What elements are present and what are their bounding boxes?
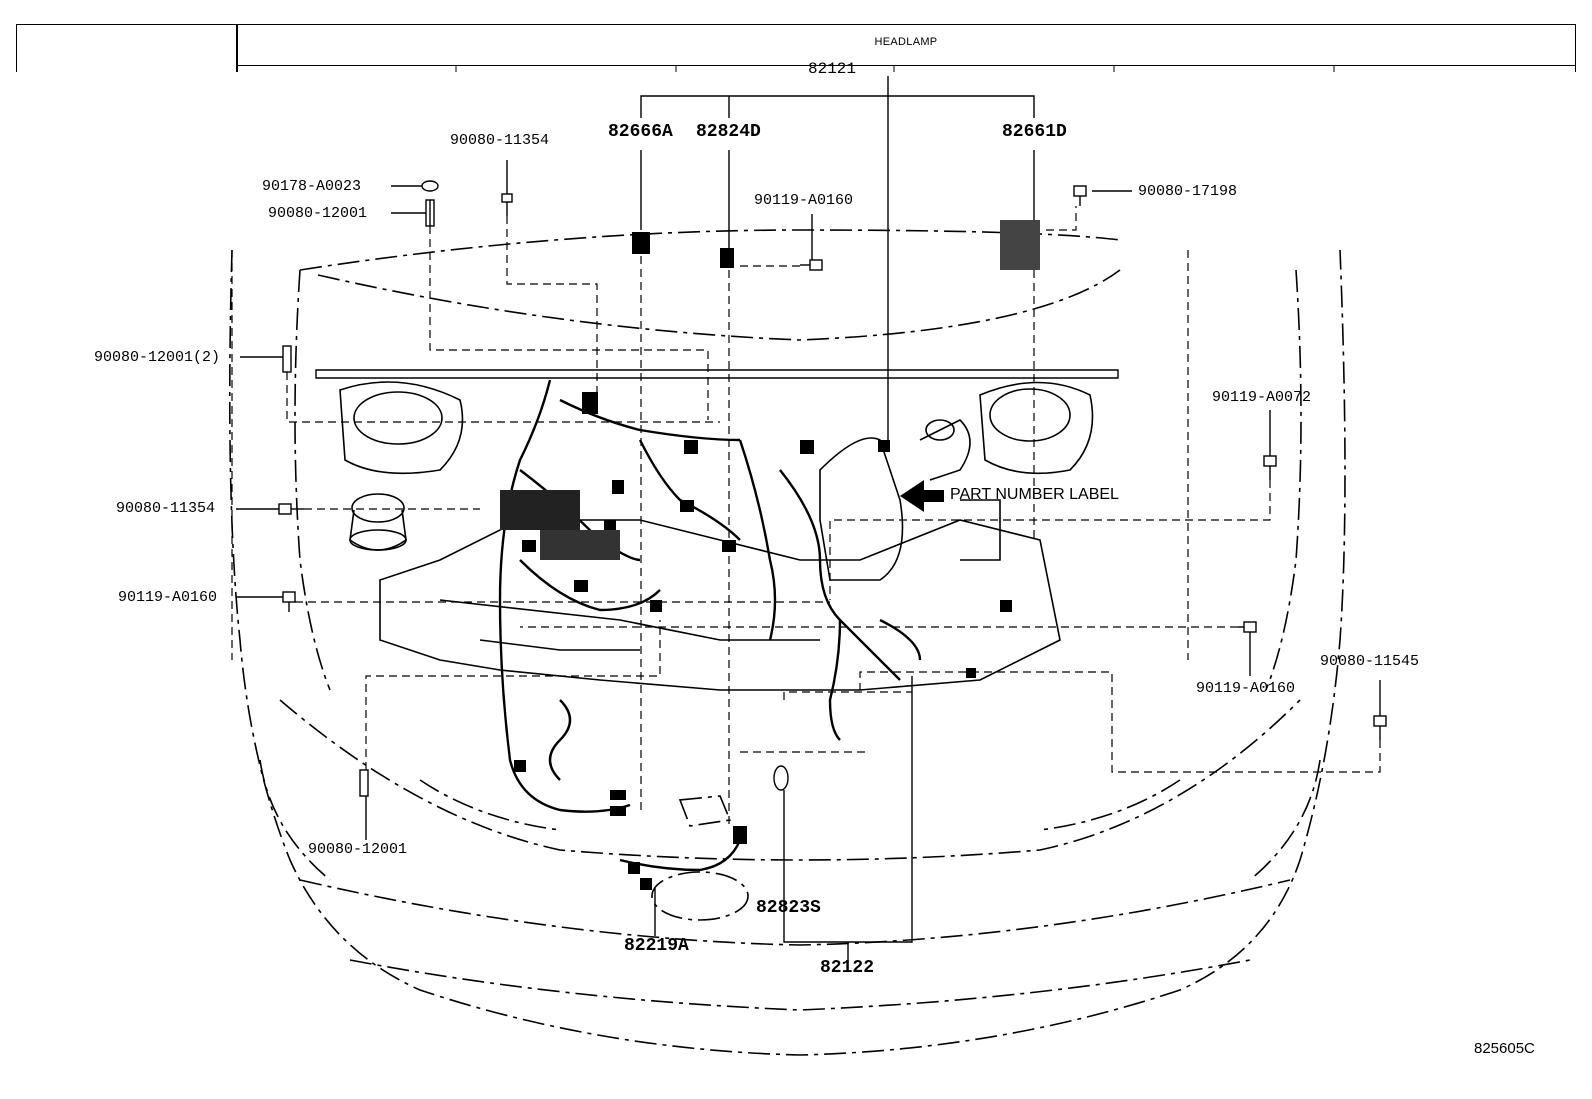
fasteners (278, 180, 1387, 797)
callout-90119-a0160-left: 90119-A0160 (118, 589, 218, 606)
callout-90178-a0023: 90178-A0023 (262, 178, 362, 195)
callout-82666a: 82666A (608, 122, 673, 142)
wire-harness-main (498, 379, 922, 872)
callout-82824d: 82824D (696, 122, 761, 142)
callout-82219a: 82219A (624, 936, 689, 956)
callout-90119-a0160-top: 90119-A0160 (754, 192, 854, 209)
engine-block (379, 419, 1061, 691)
callout-82122: 82122 (820, 958, 875, 978)
callout-82661d: 82661D (1002, 122, 1067, 142)
callout-90080-17198: 90080-17198 (1138, 183, 1238, 200)
part-number-label-arrow (900, 480, 944, 512)
callout-90080-11354-top: 90080-11354 (450, 132, 550, 149)
hood-rail (315, 369, 1119, 379)
figure-code: 825605C (1474, 1040, 1535, 1057)
leader-lines-solid (236, 76, 1381, 960)
reservoir-cap (349, 493, 407, 551)
callout-82121: 82121 (808, 60, 857, 78)
callout-90080-12001-2: 90080-12001(2) (94, 349, 221, 366)
callout-82823s: 82823S (756, 898, 821, 918)
callout-90080-12001-top: 90080-12001 (268, 205, 368, 222)
header-frame (16, 24, 1576, 72)
callout-90080-11354-left: 90080-11354 (116, 500, 216, 517)
leader-lines-dashed (231, 206, 1381, 826)
header-divider (236, 24, 238, 72)
part-number-label-note: PART NUMBER LABEL (950, 486, 1119, 503)
strut-tower-right (979, 381, 1094, 475)
bumper-outline (259, 759, 1321, 921)
vehicle-body-outline (228, 229, 1346, 1056)
callout-90080-12001-bottom: 90080-12001 (308, 841, 408, 858)
header-title: HEADLAMP (874, 36, 938, 48)
header-title-cell (236, 24, 1576, 66)
callout-90119-a0072: 90119-A0072 (1212, 389, 1312, 406)
strut-tower-left (339, 381, 464, 475)
connectors (500, 220, 1040, 890)
callout-90080-11545: 90080-11545 (1320, 653, 1420, 670)
header-tick-marks (455, 66, 1335, 72)
callout-90119-a0160-right: 90119-A0160 (1196, 680, 1296, 697)
